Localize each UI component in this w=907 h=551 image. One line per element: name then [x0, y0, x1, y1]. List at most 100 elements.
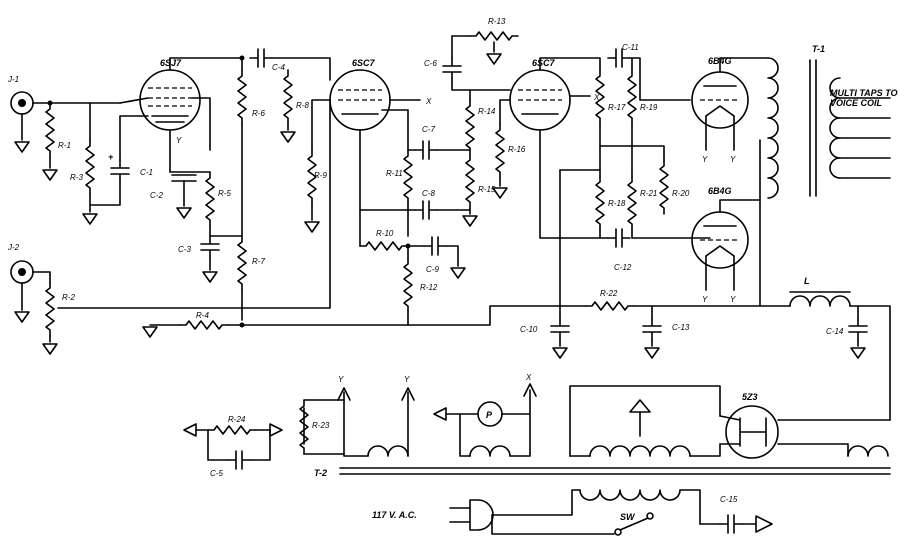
resistor-r19-label: R-19: [640, 103, 658, 112]
power-transformer-t2: [339, 445, 891, 501]
transformer-t2-label: T-2: [314, 468, 327, 478]
capacitor-c4-label: C-4: [272, 63, 285, 72]
resistor-r4: [179, 320, 229, 330]
tube-6b4g-upper: [691, 71, 749, 129]
capacitor-c15-label: C-15: [720, 495, 738, 504]
switch-label[interactable]: SW: [620, 512, 636, 522]
resistor-r2-label: R-2: [62, 293, 75, 302]
resistor-r21: [627, 175, 637, 231]
mains-plug: [449, 499, 494, 531]
capacitor-c10-label: C-10: [520, 325, 538, 334]
capacitor-c4: [249, 48, 273, 68]
jack-j1-label: J-1: [7, 75, 19, 84]
capacitor-c10: [550, 317, 570, 341]
capacitor-c9-label: C-9: [426, 265, 439, 274]
resistor-r22: [585, 301, 635, 311]
resistor-r2: [45, 281, 55, 337]
resistor-r14: [465, 99, 475, 155]
heater-mark-y-2: Y: [702, 155, 708, 164]
tube-5z3: [725, 405, 779, 459]
resistor-r14-label: R-14: [478, 107, 496, 116]
tube-6sj7: [139, 69, 201, 131]
resistor-r20: [659, 159, 669, 215]
heater-mark-y-5: Y: [730, 295, 736, 304]
resistor-r19: [627, 69, 637, 125]
resistor-r17-label: R-17: [608, 103, 626, 112]
tube-6sc7-1-label: 6SC7: [352, 58, 376, 68]
transformer-t1: [767, 57, 841, 199]
tube-6sc7-2: [509, 69, 571, 131]
capacitor-c14-label: C-14: [826, 327, 844, 336]
heater-mark-x-2: X: [593, 93, 600, 102]
heater-mark-y-3: Y: [730, 155, 736, 164]
transformer-t1-label: T-1: [812, 44, 825, 54]
heater-mark-x-3: X: [525, 373, 532, 382]
capacitor-c2-label: C-2: [150, 191, 163, 200]
capacitor-c14: [848, 317, 868, 341]
resistor-r8: [283, 69, 293, 125]
capacitor-c12-label: C-12: [614, 263, 632, 272]
resistor-r12-label: R-12: [420, 283, 438, 292]
tube-6sj7-label: 6SJ7: [160, 58, 182, 68]
tube-6b4g-lower-label: 6B4G: [708, 186, 732, 196]
resistor-r9-label: R-9: [314, 171, 327, 180]
heater-mark-x-1: X: [425, 97, 432, 106]
resistor-r22-label: R-22: [600, 289, 618, 298]
resistor-r1-label: R-1: [58, 141, 71, 150]
capacitor-c5: [227, 450, 251, 470]
resistor-r6-label: R-6: [252, 109, 265, 118]
resistor-r10-label: R-10: [376, 229, 394, 238]
capacitor-c8: [414, 200, 438, 220]
resistor-r12: [403, 257, 413, 313]
capacitor-c3-label: C-3: [178, 245, 191, 254]
resistor-r15-label: R-15: [478, 185, 496, 194]
resistor-r5-label: R-5: [218, 189, 231, 198]
output-note-2: VOICE COIL: [830, 98, 882, 108]
resistor-r8-label: R-8: [296, 101, 309, 110]
resistor-r18-label: R-18: [608, 199, 626, 208]
heater-mark-y: Y: [176, 136, 182, 145]
capacitor-c12: [607, 228, 631, 248]
capacitor-c8-label: C-8: [422, 189, 435, 198]
capacitor-c13: [642, 317, 662, 341]
resistor-r11: [403, 149, 413, 205]
jack-j2[interactable]: [10, 260, 34, 323]
resistor-r11-label: R-11: [386, 169, 403, 178]
resistor-r16: [495, 123, 505, 179]
capacitor-c7-label: C-7: [422, 125, 435, 134]
resistor-r4-label: R-4: [196, 311, 209, 320]
resistor-r18: [595, 175, 605, 231]
resistor-r7-label: R-7: [252, 257, 265, 266]
mains-label: 117 V. A.C.: [372, 510, 417, 520]
resistor-r24-label: R-24: [228, 415, 246, 424]
capacitor-c1-label: C-1: [140, 168, 153, 177]
tube-6sc7-2-label: 6SC7: [532, 58, 556, 68]
capacitor-c13-label: C-13: [672, 323, 690, 332]
resistor-r3-label: R-3: [70, 173, 83, 182]
capacitor-c3: [200, 235, 220, 259]
resistor-r21-label: R-21: [640, 189, 657, 198]
capacitor-c9: [423, 236, 447, 256]
heater-mark-y-6: Y: [338, 375, 344, 384]
resistor-r3: [85, 139, 95, 195]
jack-j2-label: J-2: [7, 243, 20, 252]
resistor-r7: [237, 235, 247, 291]
capacitor-c15: [719, 514, 743, 534]
resistor-r16-label: R-16: [508, 145, 526, 154]
tube-6b4g-lower: [691, 211, 749, 269]
resistor-r6: [237, 69, 247, 125]
c1-plus: +: [108, 152, 114, 162]
inductor-label: L: [804, 276, 810, 286]
resistor-r24: [207, 425, 257, 435]
jack-j1[interactable]: [10, 91, 34, 153]
heater-mark-y-7: Y: [404, 375, 410, 384]
resistor-r5: [205, 171, 215, 227]
capacitor-c6-label: C-6: [424, 59, 437, 68]
output-note-1: MULTI TAPS TO: [830, 88, 898, 98]
tube-5z3-label: 5Z3: [742, 392, 758, 402]
resistor-r23-label: R-23: [312, 421, 330, 430]
capacitor-c7: [414, 140, 438, 160]
tube-6sc7-1: [329, 69, 391, 131]
capacitor-c11-label: C-11: [622, 43, 639, 52]
